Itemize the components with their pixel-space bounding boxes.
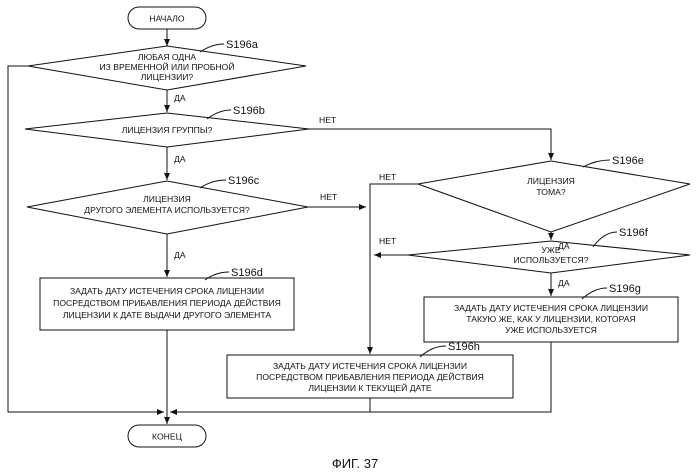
process-196d-text: ЗАДАТЬ ДАТУ ИСТЕЧЕНИЯ СРОКА ЛИЦЕНЗИИПОСР… (53, 286, 281, 320)
process-196d: ЗАДАТЬ ДАТУ ИСТЕЧЕНИЯ СРОКА ЛИЦЕНЗИИПОСР… (40, 278, 294, 330)
text-line: ЗАДАТЬ ДАТУ ИСТЕЧЕНИЯ СРОКА ЛИЦЕНЗИИ (70, 286, 264, 296)
no-label-196f: НЕТ (379, 236, 397, 246)
step-196f: S196f (619, 227, 649, 239)
decision-196b-text: ЛИЦЕНЗИЯ ГРУППЫ? (122, 125, 213, 135)
step-196e: S196e (612, 155, 644, 167)
step-196b: S196b (233, 105, 265, 117)
end-label: КОНЕЦ (152, 432, 183, 442)
leader-196e (583, 160, 610, 167)
yes-label-196f: ДА (558, 278, 570, 288)
leader-196f (593, 232, 617, 247)
no-label-196c: НЕТ (320, 192, 338, 202)
yes-label-196b: ДА (174, 154, 186, 164)
text-line: ТАКУЮ ЖЕ, КАК У ЛИЦЕНЗИИ, КОТОРАЯ (466, 314, 635, 324)
decision-196b: ЛИЦЕНЗИЯ ГРУППЫ? (25, 113, 309, 147)
step-196g: S196g (609, 283, 641, 295)
start-terminal: НАЧАЛО (128, 7, 206, 29)
decision-196e: ЛИЦЕНЗИЯТОМА? (418, 161, 690, 232)
text-line: ДРУГОГО ЭЛЕМЕНТА ИСПОЛЬЗУЕТСЯ? (84, 205, 250, 215)
text-line: ПОСРЕДСТВОМ ПРИБАВЛЕНИЯ ПЕРИОДА ДЕЙСТВИЯ (53, 297, 281, 308)
no-label-196e: НЕТ (379, 172, 397, 182)
yes-label-196a: ДА (174, 93, 186, 103)
text-line: ЛИЦЕНЗИИ? (141, 72, 194, 82)
step-196a: S196a (226, 39, 259, 51)
text-line: ЛИЦЕНЗИИ К ТЕКУЩЕЙ ДАТЕ (308, 382, 431, 393)
no-label-196b: НЕТ (319, 115, 337, 125)
text-line: ЛИЦЕНЗИИ К ДАТЕ ВЫДАЧИ ДРУГОГО ЭЛЕМЕНТА (63, 310, 271, 320)
text-line: ЛИЦЕНЗИЯ (527, 176, 575, 186)
text-line: ЗАДАТЬ ДАТУ ИСТЕЧЕНИЯ СРОКА ЛИЦЕНЗИИ (273, 361, 467, 371)
text-line: ЗАДАТЬ ДАТУ ИСТЕЧЕНИЯ СРОКА ЛИЦЕНЗИИ (454, 303, 648, 313)
decision-196a: ЛЮБАЯ ОДНАИЗ ВРЕМЕННОЙ ИЛИ ПРОБНОЙЛИЦЕНЗ… (28, 46, 306, 90)
step-196d: S196d (231, 267, 263, 279)
leader-196c (200, 180, 226, 188)
text-line: ЛИЦЕНЗИЯ (143, 194, 191, 204)
flow-196e-no (370, 184, 418, 354)
decision-196c: ЛИЦЕНЗИЯДРУГОГО ЭЛЕМЕНТА ИСПОЛЬЗУЕТСЯ? (27, 181, 308, 234)
step-196h: S196h (448, 341, 480, 353)
yes-label-196e: ДА (558, 241, 570, 251)
text-line: ЛЮБАЯ ОДНА (138, 52, 197, 62)
process-196g: ЗАДАТЬ ДАТУ ИСТЕЧЕНИЯ СРОКА ЛИЦЕНЗИИТАКУ… (424, 297, 678, 342)
flow-196b-no (309, 129, 551, 160)
figure-caption: ФИГ. 37 (332, 456, 378, 471)
text-line: ПОСРЕДСТВОМ ПРИБАВЛЕНИЯ ПЕРИОДА ДЕЙСТВИЯ (256, 371, 484, 382)
text-line: ТОМА? (536, 187, 565, 197)
start-label: НАЧАЛО (149, 14, 185, 24)
text-line: ИЗ ВРЕМЕННОЙ ИЛИ ПРОБНОЙ (100, 61, 235, 72)
end-terminal: КОНЕЦ (128, 425, 206, 447)
step-196c: S196c (228, 175, 260, 187)
process-196h: ЗАДАТЬ ДАТУ ИСТЕЧЕНИЯ СРОКА ЛИЦЕНЗИИПОСР… (227, 355, 513, 398)
yes-label-196c: ДА (174, 250, 186, 260)
text-line: ЛИЦЕНЗИЯ ГРУППЫ? (122, 125, 213, 135)
decision-196f: УЖЕИСПОЛЬЗУЕТСЯ? (408, 241, 690, 273)
text-line: УЖЕ ИСПОЛЬЗУЕТСЯ (505, 325, 597, 335)
text-line: ИСПОЛЬЗУЕТСЯ? (513, 255, 588, 265)
